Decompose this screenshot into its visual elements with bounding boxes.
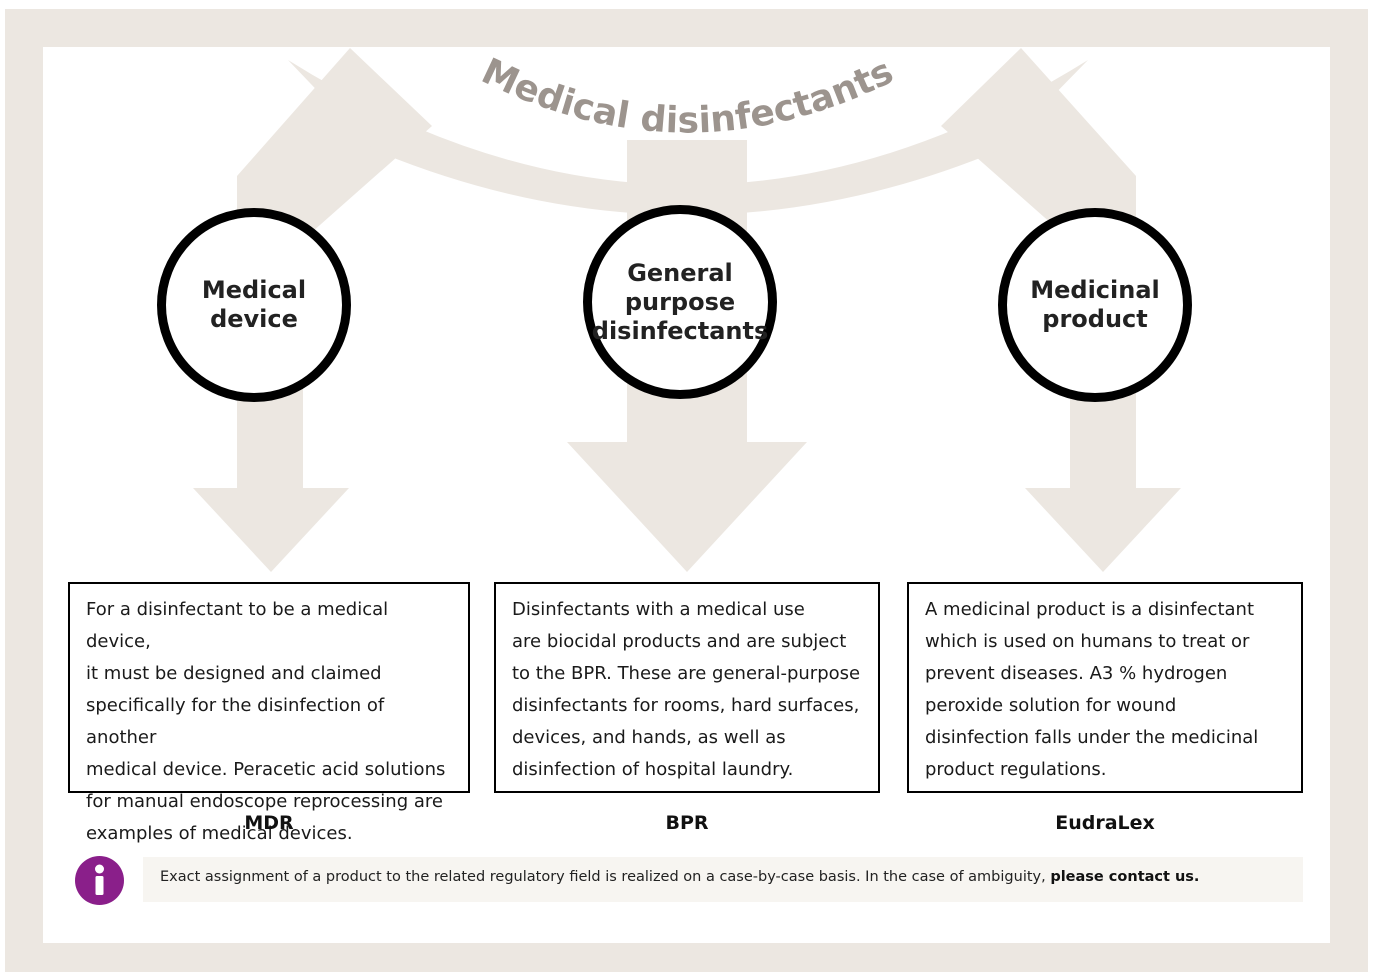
- center-arrow-head: [567, 442, 807, 572]
- diagram-title: Medical disinfectants: [475, 51, 899, 142]
- description-box-general-purpose: Disinfectants with a medical use are bio…: [494, 582, 880, 793]
- regulation-label-bpr: BPR: [665, 812, 709, 834]
- circle-medicinal-product: Medicinal product: [998, 208, 1192, 402]
- regulation-label-mdr: MDR: [244, 812, 294, 834]
- circle-label-general-purpose: General purpose disinfectants: [591, 258, 769, 345]
- info-note: Exact assignment of a product to the rel…: [160, 869, 1199, 885]
- circle-label-medical-device: Medical device: [201, 276, 307, 333]
- circle-general-purpose: General purpose disinfectants: [583, 205, 777, 399]
- regulation-label-eudralex: EudraLex: [1055, 812, 1155, 834]
- info-bar: [143, 857, 1303, 902]
- title-arc-band: [288, 60, 1088, 215]
- description-box-medicinal-product: A medicinal product is a disinfectant wh…: [907, 582, 1303, 793]
- description-box-medical-device: For a disinfectant to be a medical devic…: [68, 582, 470, 844]
- left-arrow-head: [193, 488, 349, 572]
- circle-label-medicinal-product: Medicinal product: [1030, 276, 1160, 333]
- info-glyph: [95, 864, 104, 895]
- contact-link[interactable]: please contact us.: [1050, 869, 1200, 885]
- info-note-text: Exact assignment of a product to the rel…: [160, 869, 1051, 885]
- circle-medical-device: Medical device: [157, 208, 351, 402]
- info-icon: [75, 856, 124, 905]
- right-arrow-head: [1025, 488, 1181, 572]
